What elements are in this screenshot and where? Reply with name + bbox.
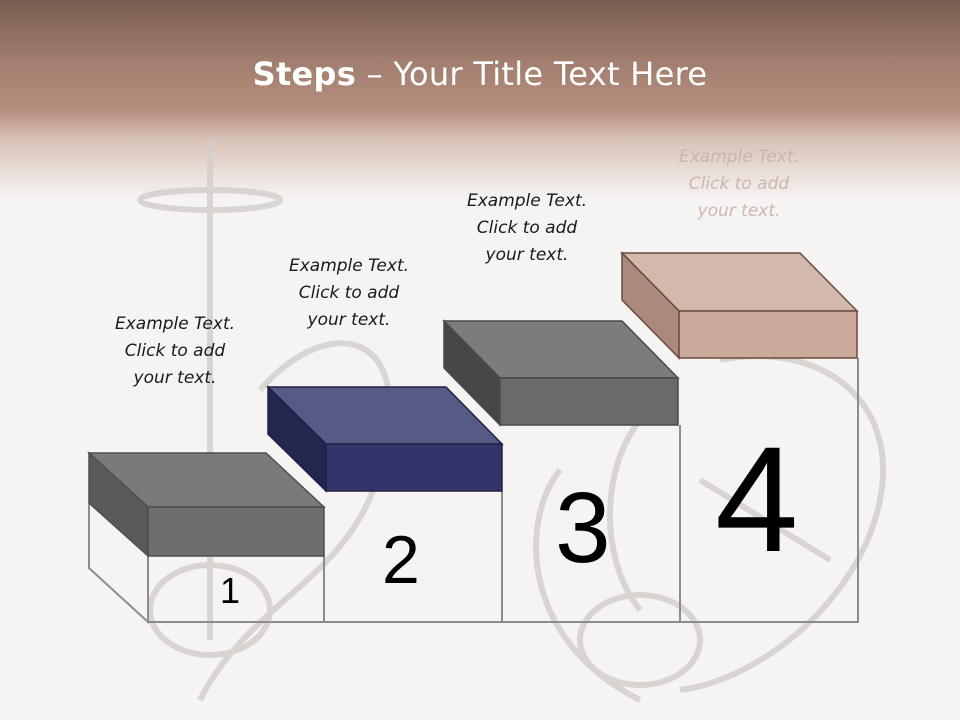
step-1-number: 1 [220, 570, 241, 611]
title-banner [0, 0, 960, 200]
step-3-caption[interactable]: Example Text. Click to add your text. [442, 188, 612, 269]
step-3-caption-line2: Click to add [476, 218, 578, 238]
slide-title[interactable]: Steps – Your Title Text Here [0, 55, 960, 93]
step-1-caption-line1: Example Text. [114, 314, 236, 334]
step-1-front [147, 506, 325, 557]
step-3-caption-line1: Example Text. [466, 191, 588, 211]
step-2-front [325, 443, 503, 492]
title-rest: – Your Title Text Here [356, 55, 708, 93]
step-4-caption[interactable]: Example Text. Click to add your text. [654, 144, 824, 225]
step-outlines [88, 358, 859, 625]
step-2-caption-line3: your text. [307, 310, 391, 330]
step-3-number: 3 [555, 472, 611, 584]
step-2-caption-line1: Example Text. [288, 256, 410, 276]
step-1-caption-line2: Click to add [124, 341, 226, 361]
step-4-front [678, 310, 858, 359]
step-1-box[interactable] [87, 451, 326, 558]
step-2-number: 2 [382, 522, 420, 598]
step-3-box[interactable] [442, 319, 680, 427]
step-3-front [499, 377, 679, 426]
step-4-caption-line1: Example Text. [678, 147, 800, 167]
title-bold: Steps [252, 55, 357, 93]
step-4-caption-line3: your text. [697, 201, 781, 221]
step-4-box[interactable] [620, 251, 859, 360]
step-2-caption[interactable]: Example Text. Click to add your text. [264, 253, 434, 334]
step-2-caption-line2: Click to add [298, 283, 400, 303]
step-2-box[interactable] [266, 385, 504, 493]
step-4-caption-line2: Click to add [688, 174, 790, 194]
step-1-caption[interactable]: Example Text. Click to add your text. [90, 311, 260, 392]
step-1-caption-line3: your text. [133, 368, 217, 388]
step-4-number: 4 [715, 415, 799, 583]
step-3-caption-line3: your text. [485, 245, 569, 265]
